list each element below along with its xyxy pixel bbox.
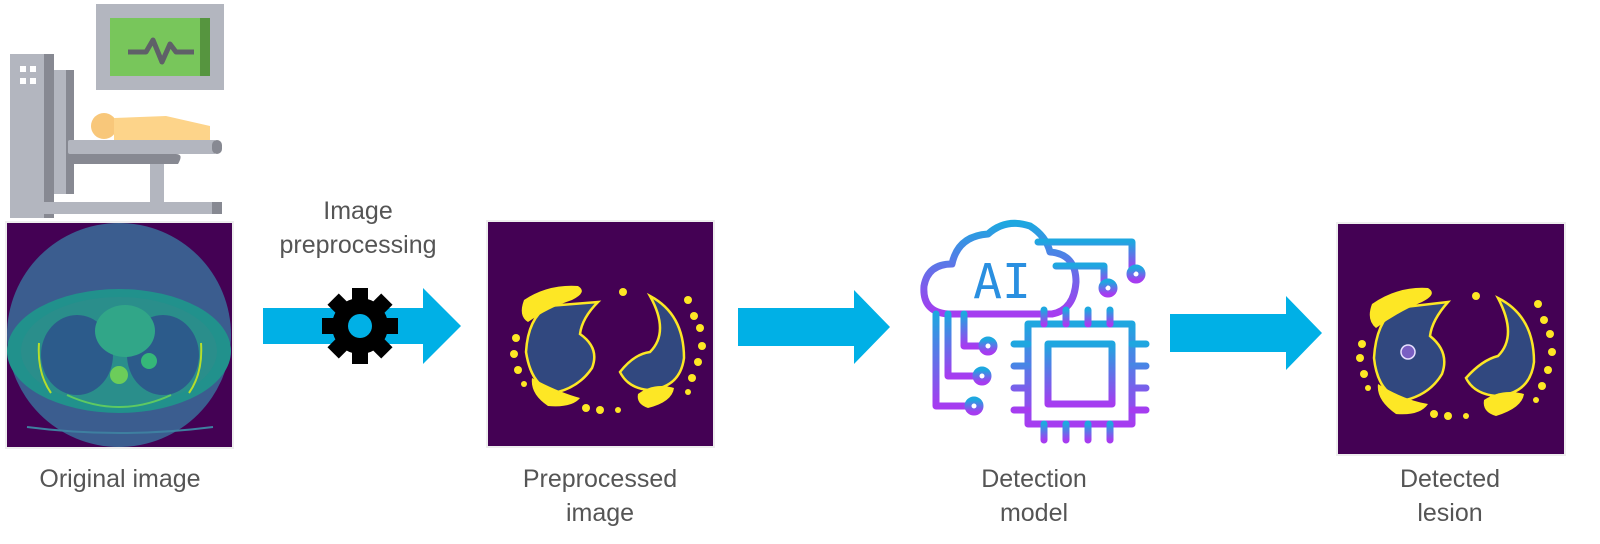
detected-lesion-label: Detected lesion xyxy=(1399,465,1501,527)
preprocessing-label: Image preprocessing xyxy=(279,197,437,259)
arrow-model-to-detected xyxy=(1170,296,1322,370)
lesion-marker xyxy=(1400,344,1416,360)
monitor-screen xyxy=(110,18,210,76)
ai-text: AI xyxy=(973,254,1031,310)
patient-table xyxy=(68,140,216,154)
left-lung xyxy=(41,315,113,395)
preprocessed-image-label: Preprocessed image xyxy=(522,465,678,527)
gear-icon xyxy=(320,286,400,366)
heartbeat-line xyxy=(128,37,194,65)
chip-body xyxy=(1024,320,1136,428)
patient-body xyxy=(114,116,210,140)
preprocessed-image xyxy=(486,220,715,448)
left-lung-segment xyxy=(524,300,602,394)
original-image xyxy=(5,221,234,449)
right-lung-segment xyxy=(1464,295,1536,398)
right-lung-segment xyxy=(618,292,686,392)
cloud-outline xyxy=(920,219,1080,318)
arrow-preprocessed-to-model xyxy=(738,290,890,364)
ct-scanner-icon xyxy=(10,4,224,218)
patient-head xyxy=(91,113,117,139)
detection-model-label: Detection model xyxy=(981,465,1087,527)
original-image-label: Original image xyxy=(39,465,201,493)
heart xyxy=(95,305,155,357)
ai-chip-icon: AI xyxy=(920,219,1150,444)
detected-lesion-image xyxy=(1336,222,1566,456)
